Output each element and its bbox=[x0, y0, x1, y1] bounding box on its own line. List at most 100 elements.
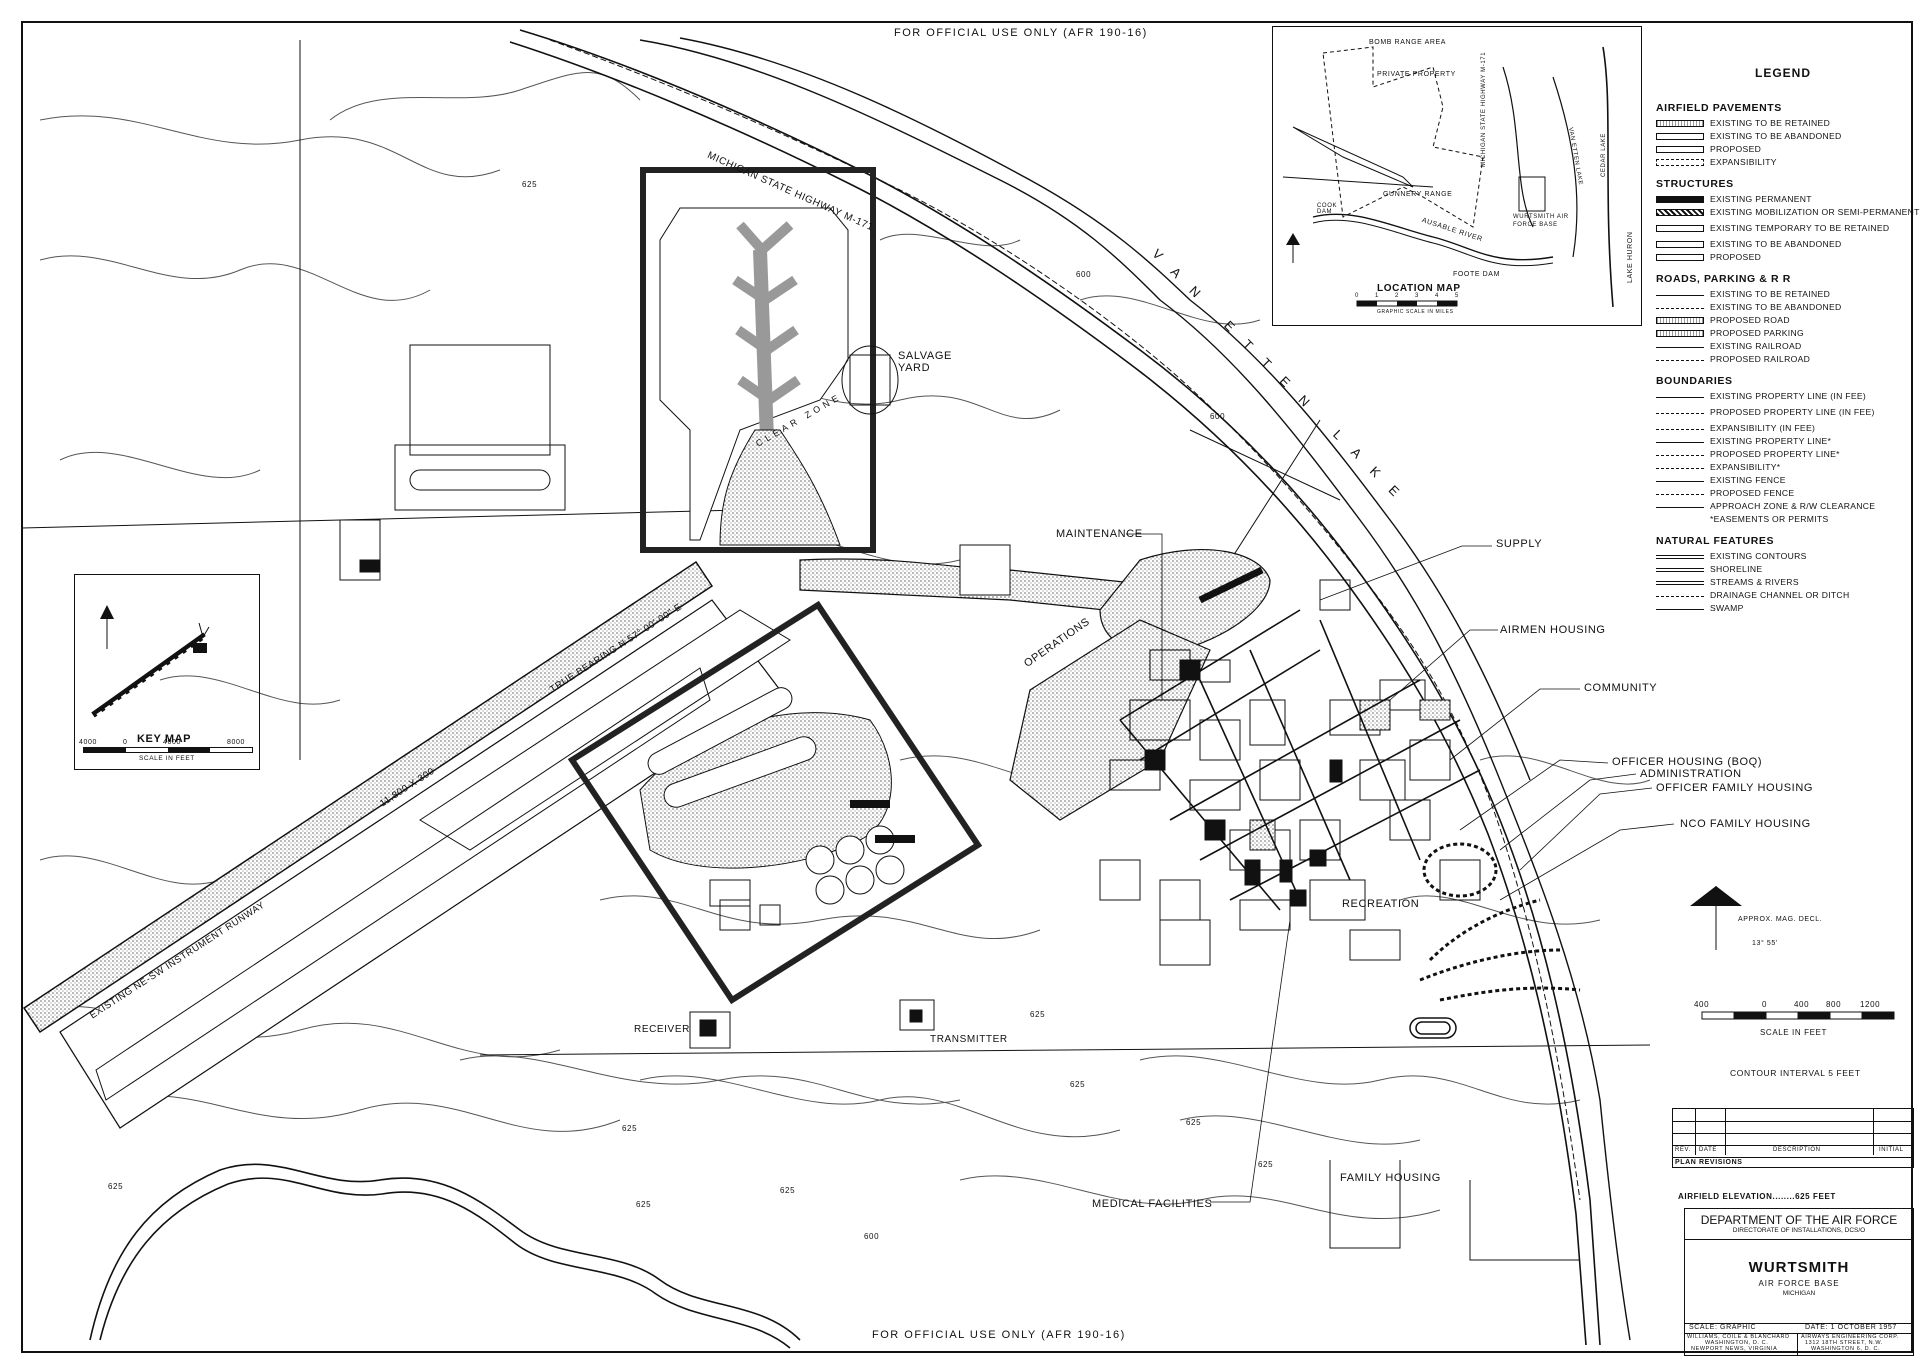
key-map-scale-tick: 0 bbox=[123, 739, 128, 746]
key-map-scale-bar bbox=[83, 747, 253, 753]
scale-caption: SCALE IN FEET bbox=[1760, 1028, 1827, 1037]
mag-decl-value: 13° 55' bbox=[1752, 940, 1778, 947]
legend-item-label: PROPOSED ROAD bbox=[1710, 315, 1790, 325]
legend-swatch bbox=[1656, 609, 1704, 610]
salvage-yard bbox=[841, 345, 899, 415]
revisions-caption: PLAN REVISIONS bbox=[1675, 1159, 1743, 1166]
legend-item-label: PROPOSED RAILROAD bbox=[1710, 354, 1811, 364]
firm2-addr: 1312 18TH STREET, N.W. bbox=[1805, 1340, 1883, 1346]
loc-scale-tick: 5 bbox=[1455, 293, 1459, 299]
map-border bbox=[21, 21, 1913, 1353]
loc-label-wurtsmith: WURTSMITH AIR FORCE BASE bbox=[1513, 214, 1569, 228]
label-maintenance: MAINTENANCE bbox=[1056, 528, 1143, 540]
contour-label: 625 bbox=[780, 1186, 796, 1195]
contour-label: 625 bbox=[522, 180, 538, 189]
airfield-elevation: AIRFIELD ELEVATION........625 FEET bbox=[1678, 1192, 1836, 1201]
title-date: DATE: 1 OCTOBER 1957 bbox=[1805, 1324, 1897, 1331]
family-housing-bounds bbox=[1329, 1160, 1580, 1261]
legend-swatch bbox=[1656, 507, 1704, 508]
key-map-drawing bbox=[91, 605, 210, 718]
contour-label: 625 bbox=[1070, 1080, 1086, 1089]
scale-tick: 800 bbox=[1826, 1000, 1842, 1009]
legend-item-label: EXISTING TO BE RETAINED bbox=[1710, 289, 1831, 299]
contour-label: 600 bbox=[1210, 412, 1226, 421]
legend-swatch bbox=[1656, 494, 1704, 495]
revisions-table: REV. DATE DESCRIPTION INITIAL PLAN REVIS… bbox=[1672, 1108, 1914, 1168]
river bbox=[89, 1163, 801, 1349]
legend-swatch bbox=[1656, 429, 1704, 430]
legend-item-label: PROPOSED bbox=[1710, 144, 1762, 154]
firm1-city: WASHINGTON, D. C. bbox=[1705, 1340, 1769, 1346]
contour-label: 625 bbox=[1258, 1160, 1274, 1169]
railroad bbox=[549, 39, 1581, 1201]
north-arrow-main bbox=[1690, 886, 1742, 950]
label-officer-family-housing: OFFICER FAMILY HOUSING bbox=[1656, 782, 1814, 794]
legend-swatch bbox=[1656, 347, 1704, 348]
legend-item-label: PROPOSED PROPERTY LINE* bbox=[1710, 449, 1840, 459]
loc-scale-tick: 0 bbox=[1355, 293, 1359, 299]
legend-swatch bbox=[1656, 295, 1704, 296]
key-map-scale-tick: 8000 bbox=[227, 739, 245, 746]
legend-swatch bbox=[1656, 146, 1704, 153]
legend-item-label: DRAINAGE CHANNEL OR DITCH bbox=[1710, 590, 1850, 600]
legend-item-label: APPROACH ZONE & R/W CLEARANCE bbox=[1710, 501, 1876, 511]
legend-section-heading: ROADS, PARKING & R R bbox=[1656, 273, 1791, 285]
key-map-scale-tick: 4000 bbox=[163, 739, 181, 746]
firm1-name: WILLIAMS, COILE & BLANCHARD bbox=[1687, 1334, 1790, 1340]
title-state: MICHIGAN bbox=[1782, 1290, 1816, 1297]
legend-swatch bbox=[1656, 555, 1704, 559]
scale-tick: 400 bbox=[1694, 1000, 1710, 1009]
loc-scale-tick: 3 bbox=[1415, 293, 1419, 299]
legend-item-label: PROPOSED FENCE bbox=[1710, 488, 1795, 498]
legend-swatch bbox=[1656, 581, 1704, 585]
firm2-name: AIRWAYS ENGINEERING CORP. bbox=[1801, 1334, 1899, 1340]
legend-swatch bbox=[1656, 360, 1704, 361]
label-community: COMMUNITY bbox=[1584, 682, 1658, 694]
key-map-scale-caption: SCALE IN FEET bbox=[139, 755, 195, 762]
contour-label: 625 bbox=[108, 1182, 124, 1191]
legend-item-label: SWAMP bbox=[1710, 603, 1744, 613]
contour-label: 625 bbox=[622, 1124, 638, 1133]
loc-label-highway: MICHIGAN STATE HIGHWAY M-171 bbox=[1481, 51, 1487, 167]
contour-label: 625 bbox=[1030, 1010, 1046, 1019]
title-dept: DEPARTMENT OF THE AIR FORCE bbox=[1700, 1213, 1898, 1227]
label-transmitter: TRANSMITTER bbox=[930, 1034, 1008, 1045]
legend-section-heading: NATURAL FEATURES bbox=[1656, 535, 1775, 547]
scale-bar-main bbox=[1701, 1011, 1895, 1020]
legend-item-label: EXPANSIBILITY (IN FEE) bbox=[1710, 423, 1816, 433]
legend-item-label: STREAMS & RIVERS bbox=[1710, 577, 1799, 587]
contour-interval: CONTOUR INTERVAL 5 FEET bbox=[1730, 1068, 1861, 1078]
legend-item-label: EXISTING TO BE RETAINED bbox=[1710, 118, 1831, 128]
scale-tick: 400 bbox=[1794, 1000, 1810, 1009]
legend-item-label: *EASEMENTS OR PERMITS bbox=[1710, 514, 1829, 524]
loc-label-lake-huron: LAKE HURON bbox=[1627, 231, 1634, 283]
legend-swatch bbox=[1656, 133, 1704, 140]
title-base-sub: AIR FORCE BASE bbox=[1758, 1279, 1840, 1288]
label-recreation: RECREATION bbox=[1342, 898, 1420, 910]
legend-item-label: EXISTING TO BE ABANDONED bbox=[1710, 131, 1842, 141]
legend-item-label: EXISTING TEMPORARY TO BE RETAINED bbox=[1710, 223, 1890, 233]
label-receiver: RECEIVER bbox=[634, 1024, 690, 1035]
loc-scale-caption: GRAPHIC SCALE IN MILES bbox=[1377, 309, 1454, 315]
legend-item-label: EXISTING PERMANENT bbox=[1710, 194, 1812, 204]
legend-item-label: EXPANSIBILITY bbox=[1710, 157, 1777, 167]
location-map-drawing bbox=[1282, 46, 1614, 308]
revisions-col: REV. bbox=[1675, 1147, 1691, 1153]
firm2-city: WASHINGTON 6, D. C. bbox=[1811, 1346, 1881, 1352]
legend-swatch bbox=[1656, 413, 1704, 414]
cantonment-buildings bbox=[1099, 579, 1481, 966]
revisions-col: INITIAL bbox=[1879, 1147, 1904, 1153]
legend-swatch bbox=[1656, 254, 1704, 261]
alert-apron bbox=[639, 687, 915, 931]
label-supply: SUPPLY bbox=[1496, 538, 1543, 550]
scale-tick: 0 bbox=[1762, 1000, 1768, 1009]
contour-label: 600 bbox=[1076, 270, 1092, 279]
legend-item-label: PROPOSED bbox=[1710, 252, 1762, 262]
legend-swatch bbox=[1656, 209, 1704, 216]
revisions-col: DESCRIPTION bbox=[1773, 1147, 1821, 1153]
key-map: KEY MAP 4000 0 4000 8000 SCALE IN FEET bbox=[74, 574, 260, 770]
receiver-transmitter bbox=[689, 999, 935, 1049]
legend-swatch bbox=[1656, 120, 1704, 127]
legend-swatch bbox=[1656, 317, 1704, 324]
loc-label-gunnery-range: GUNNERY RANGE bbox=[1383, 191, 1453, 198]
